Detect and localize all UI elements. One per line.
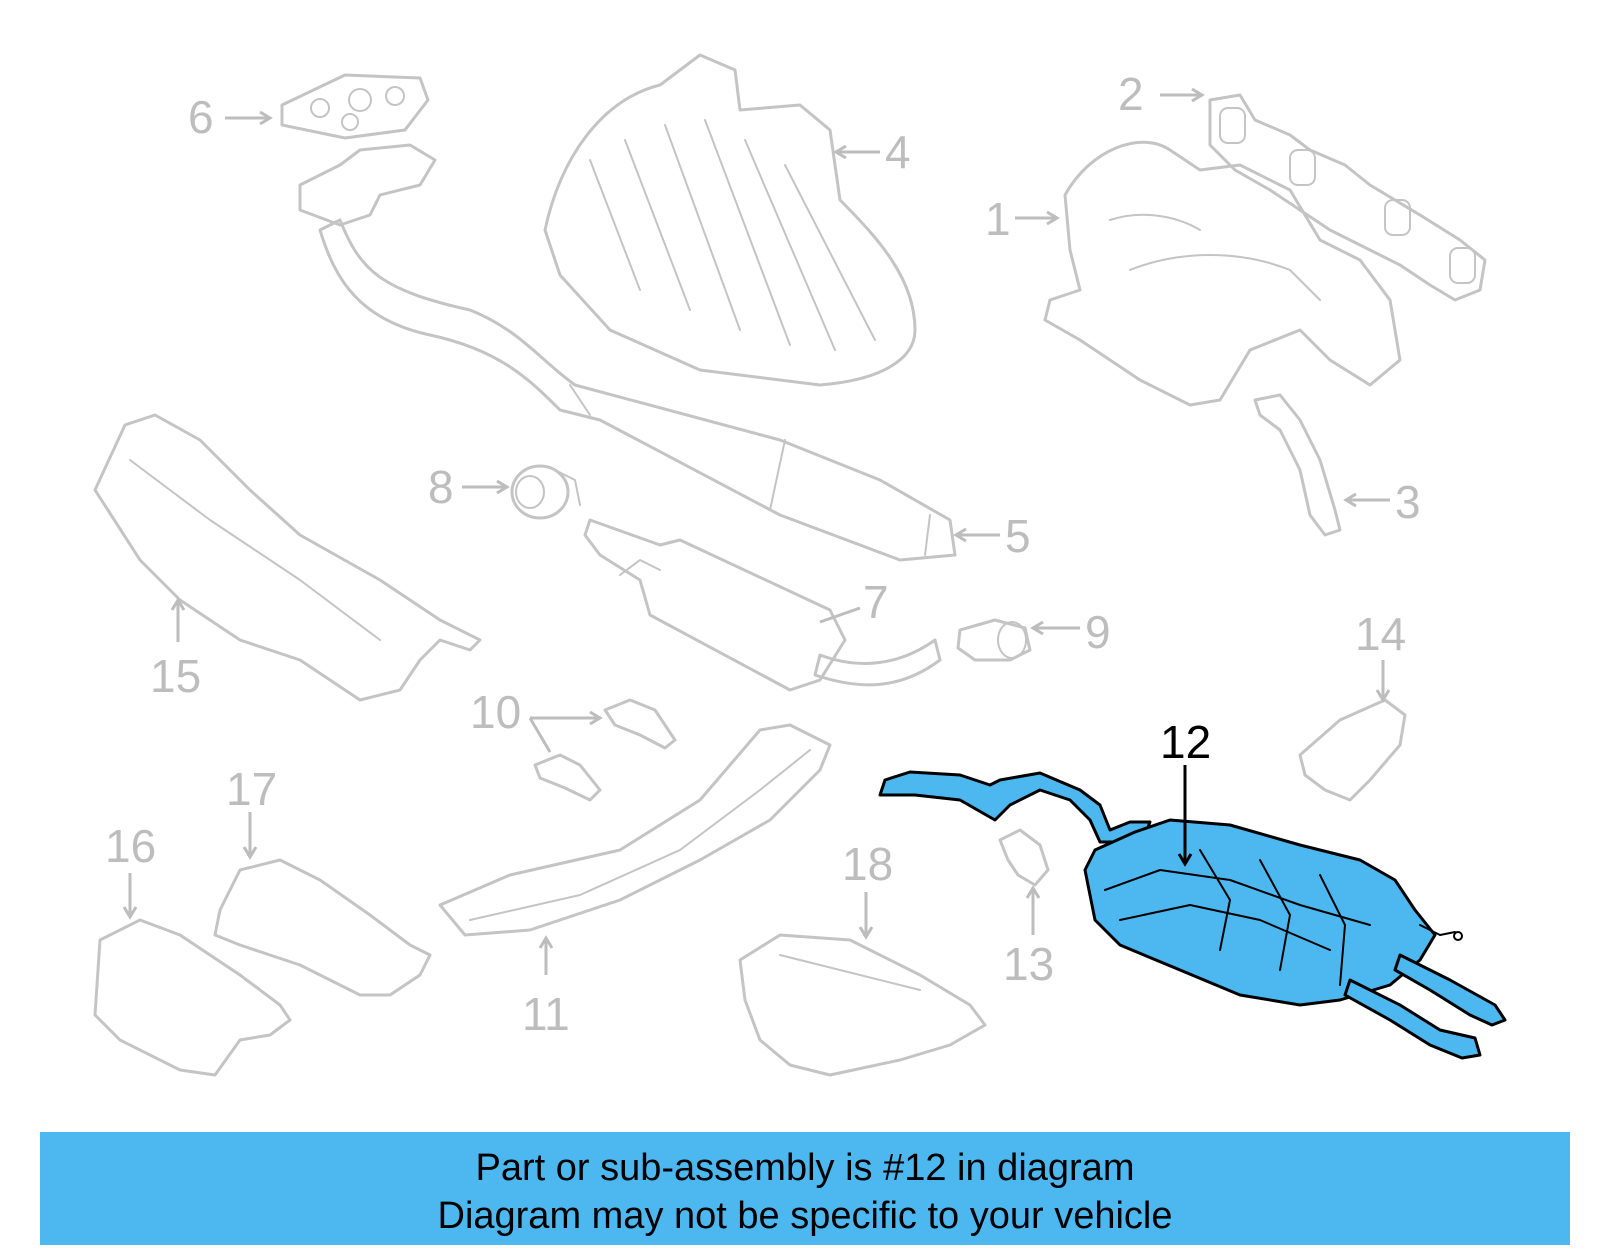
part-18-shield	[738, 933, 987, 1077]
part-12-rear-muffler	[878, 770, 1507, 1060]
callout-6: 6	[188, 91, 214, 143]
callout-16: 16	[105, 820, 156, 872]
callout-9: 9	[1085, 606, 1111, 658]
part-14-bracket	[1298, 698, 1407, 802]
part-3-bracket	[1253, 393, 1342, 537]
banner-line-disclaimer: Diagram may not be specific to your vehi…	[437, 1195, 1173, 1237]
callout-8: 8	[428, 461, 454, 513]
callout-17: 17	[226, 763, 277, 815]
callout-11: 11	[522, 988, 570, 1040]
part-6-gasket	[280, 73, 430, 140]
part-15-heat-shield	[93, 413, 482, 702]
callout-labels: 6 4 2 1 3 5 7 8 9 10 11 12 13 14 15 16 1…	[105, 68, 1421, 1040]
callout-4: 4	[885, 126, 911, 178]
part-16-shield	[93, 918, 292, 1077]
callout-13: 13	[1003, 938, 1054, 990]
callout-18: 18	[842, 838, 893, 890]
part-4-heat-shield	[543, 53, 917, 387]
callout-3: 3	[1395, 476, 1421, 528]
part-11-heat-shield	[438, 723, 832, 937]
part-10-hangers	[533, 698, 677, 802]
banner-line-part: Part or sub-assembly is #12 in diagram	[475, 1147, 1135, 1189]
callout-15: 15	[150, 650, 201, 702]
callout-14: 14	[1355, 608, 1406, 660]
part-9-clamp	[956, 618, 1032, 662]
part-5-catalytic-converter	[298, 143, 957, 562]
part-8-clamp	[510, 464, 581, 520]
info-banner: Part or sub-assembly is #12 in diagram D…	[40, 1132, 1570, 1245]
callout-12: 12	[1160, 716, 1211, 768]
callout-10: 10	[470, 686, 521, 738]
leader-lines	[122, 87, 1391, 975]
callout-5: 5	[1005, 510, 1031, 562]
part-2-gasket	[1208, 93, 1487, 302]
callout-2: 2	[1118, 68, 1144, 120]
callout-1: 1	[985, 193, 1011, 245]
part-17-shield	[213, 858, 432, 997]
part-1-manifold	[1043, 140, 1402, 407]
part-13-hanger	[998, 828, 1050, 887]
callout-7: 7	[863, 576, 889, 628]
part-7-resonator	[583, 518, 942, 692]
